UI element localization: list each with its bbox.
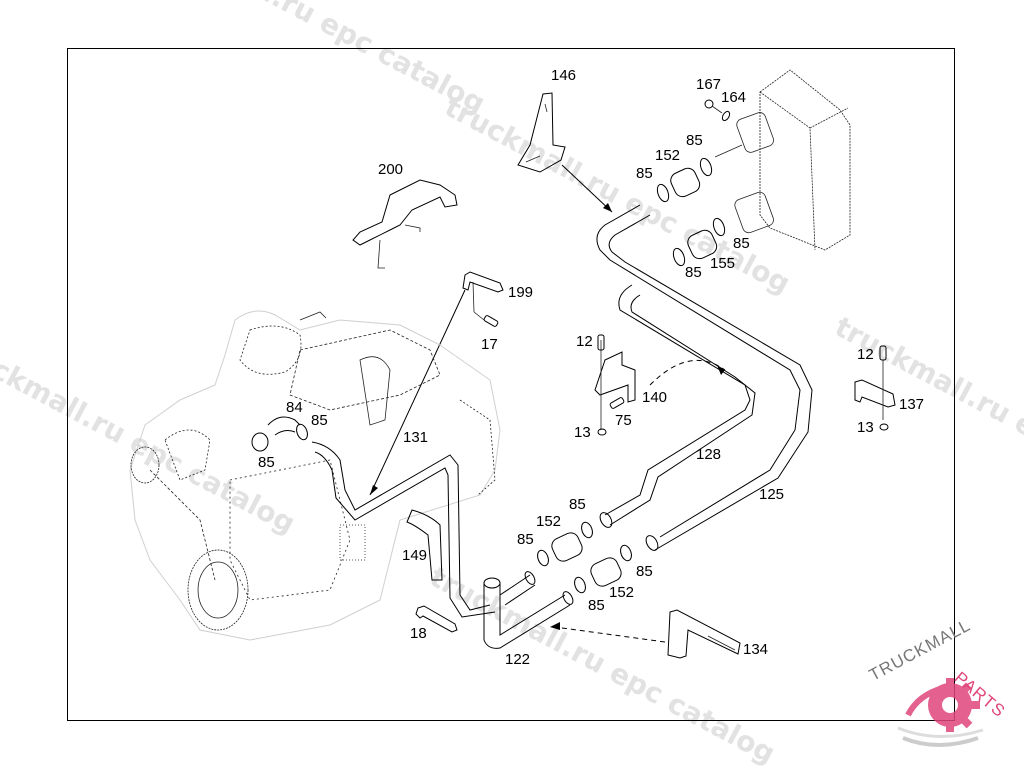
diagram-frame <box>67 48 955 721</box>
pipe-122 <box>483 571 574 649</box>
callout-label[interactable]: 152 <box>536 513 562 530</box>
callout-label[interactable]: 84 <box>286 399 303 416</box>
heat-exchanger <box>714 69 851 251</box>
callout-label[interactable]: 85 <box>685 264 702 281</box>
callout-label[interactable]: 13 <box>857 419 874 436</box>
callout-label[interactable]: 167 <box>696 76 722 93</box>
hose-84 <box>251 416 308 452</box>
hose-set-lower <box>537 521 632 594</box>
callout-label[interactable]: 164 <box>721 89 747 106</box>
hose-149 <box>406 509 443 581</box>
callout-label[interactable]: 85 <box>588 597 605 614</box>
callout-label[interactable]: 152 <box>655 147 681 164</box>
callout-label[interactable]: 140 <box>642 389 668 406</box>
callout-label[interactable]: 85 <box>686 132 703 149</box>
bracket-200 <box>352 179 458 269</box>
callout-label[interactable]: 75 <box>615 412 632 429</box>
callout-label[interactable]: 122 <box>505 651 531 668</box>
callout-label[interactable]: 128 <box>696 446 722 463</box>
bracket-137 <box>854 345 896 431</box>
engine <box>129 310 501 641</box>
pipe-128 <box>599 284 756 528</box>
callout-label[interactable]: 137 <box>899 396 925 413</box>
callout-label[interactable]: 85 <box>636 563 653 580</box>
bracket-18 <box>415 605 458 633</box>
hose-set-upper <box>656 157 726 267</box>
callout-label[interactable]: 125 <box>759 486 785 503</box>
callout-label[interactable]: 85 <box>517 531 534 548</box>
callout-label[interactable]: 200 <box>378 161 404 178</box>
brand-logo: TRUCKMALL PARTS <box>858 615 1024 750</box>
bracket-199 <box>369 271 504 496</box>
callout-label[interactable]: 85 <box>258 454 275 471</box>
callout-label[interactable]: 85 <box>569 496 586 513</box>
callout-label[interactable]: 12 <box>857 346 874 363</box>
callout-label[interactable]: 149 <box>402 547 428 564</box>
bracket-134 <box>550 609 741 659</box>
callout-label[interactable]: 17 <box>481 336 498 353</box>
callout-label[interactable]: 85 <box>733 235 750 252</box>
callout-label[interactable]: 131 <box>403 429 429 446</box>
callout-label[interactable]: 85 <box>311 412 328 429</box>
pipe-131 <box>311 441 496 618</box>
bracket-146 <box>517 92 613 213</box>
callout-label[interactable]: 134 <box>743 641 769 658</box>
bracket-140 <box>594 334 636 436</box>
gear-icon <box>897 678 984 747</box>
callout-label[interactable]: 12 <box>576 333 593 350</box>
pipe-125 <box>596 204 813 551</box>
callout-label[interactable]: 13 <box>574 424 591 441</box>
callout-label[interactable]: 152 <box>609 584 635 601</box>
callout-label[interactable]: 18 <box>410 625 427 642</box>
callout-label[interactable]: 199 <box>508 284 534 301</box>
parts-diagram <box>129 69 896 659</box>
callout-label[interactable]: 155 <box>710 255 736 272</box>
callout-label[interactable]: 146 <box>551 67 577 84</box>
callout-label[interactable]: 85 <box>636 165 653 182</box>
